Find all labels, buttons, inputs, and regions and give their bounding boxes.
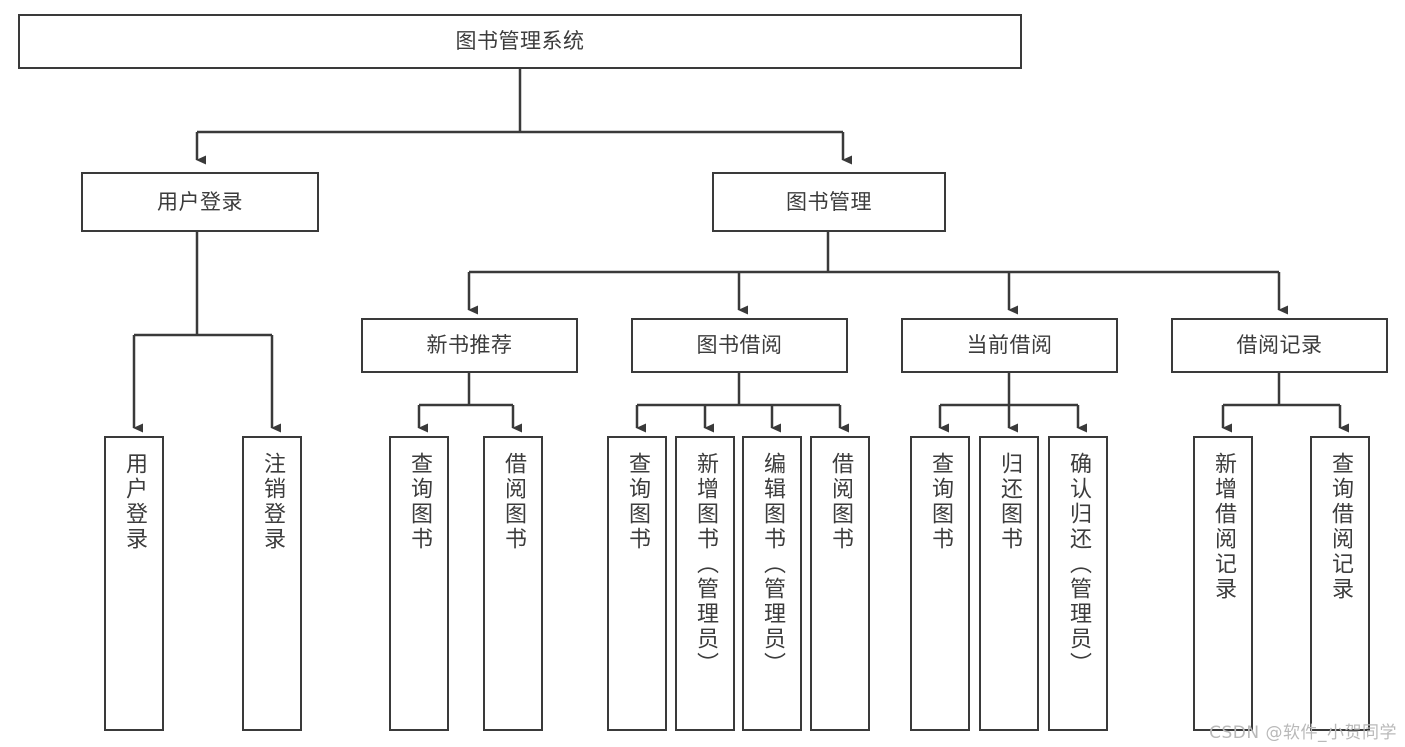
- leaf-current-query-book[interactable]: 查询图书: [910, 436, 970, 731]
- leaf-user-login-signout[interactable]: 注销登录: [242, 436, 302, 731]
- leaf-new-book-borrow[interactable]: 借阅图书: [483, 436, 543, 731]
- leaf-borrow-edit-book[interactable]: 编辑图书（管理员）: [742, 436, 802, 731]
- leaf-new-book-query[interactable]: 查询图书: [389, 436, 449, 731]
- leaf-borrow-query-book[interactable]: 查询图书: [607, 436, 667, 731]
- node-user-login-label: 用户登录: [157, 189, 243, 214]
- node-current-borrow-label: 当前借阅: [966, 333, 1053, 358]
- node-new-book-recommend[interactable]: 新书推荐: [361, 318, 578, 373]
- node-root-system-label: 图书管理系统: [455, 29, 585, 54]
- leaf-current-return-book-label: 归还图书: [997, 452, 1022, 552]
- node-book-management[interactable]: 图书管理: [712, 172, 946, 232]
- leaf-records-add-record[interactable]: 新增借阅记录: [1193, 436, 1253, 731]
- leaf-user-login-signout-label: 注销登录: [260, 452, 285, 552]
- leaf-borrow-query-book-label: 查询图书: [625, 452, 650, 552]
- leaf-borrow-borrow-book-label: 借阅图书: [828, 452, 853, 552]
- leaf-records-query-record-label: 查询借阅记录: [1328, 452, 1353, 602]
- leaf-current-confirm-return[interactable]: 确认归还（管理员）: [1048, 436, 1108, 731]
- leaf-borrow-edit-book-label: 编辑图书（管理员）: [760, 452, 785, 677]
- csdn-watermark: CSDN @软件_小贺同学: [1209, 723, 1397, 743]
- node-borrow-records-label: 借阅记录: [1236, 333, 1323, 358]
- leaf-records-add-record-label: 新增借阅记录: [1211, 452, 1236, 602]
- leaf-user-login-signin[interactable]: 用户登录: [104, 436, 164, 731]
- leaf-new-book-borrow-label: 借阅图书: [501, 452, 526, 552]
- node-current-borrow[interactable]: 当前借阅: [901, 318, 1118, 373]
- node-book-borrow[interactable]: 图书借阅: [631, 318, 848, 373]
- leaf-new-book-query-label: 查询图书: [407, 452, 432, 552]
- leaf-current-confirm-return-label: 确认归还（管理员）: [1066, 452, 1091, 677]
- leaf-user-login-signin-label: 用户登录: [122, 452, 147, 552]
- node-book-management-label: 图书管理: [786, 189, 872, 214]
- node-user-login[interactable]: 用户登录: [81, 172, 319, 232]
- node-book-borrow-label: 图书借阅: [696, 333, 783, 358]
- node-root-system[interactable]: 图书管理系统: [18, 14, 1022, 69]
- leaf-records-query-record[interactable]: 查询借阅记录: [1310, 436, 1370, 731]
- leaf-current-return-book[interactable]: 归还图书: [979, 436, 1039, 731]
- leaf-borrow-add-book-label: 新增图书（管理员）: [693, 452, 718, 677]
- node-new-book-recommend-label: 新书推荐: [426, 333, 513, 358]
- leaf-borrow-borrow-book[interactable]: 借阅图书: [810, 436, 870, 731]
- node-borrow-records[interactable]: 借阅记录: [1171, 318, 1388, 373]
- leaf-current-query-book-label: 查询图书: [928, 452, 953, 552]
- leaf-borrow-add-book[interactable]: 新增图书（管理员）: [675, 436, 735, 731]
